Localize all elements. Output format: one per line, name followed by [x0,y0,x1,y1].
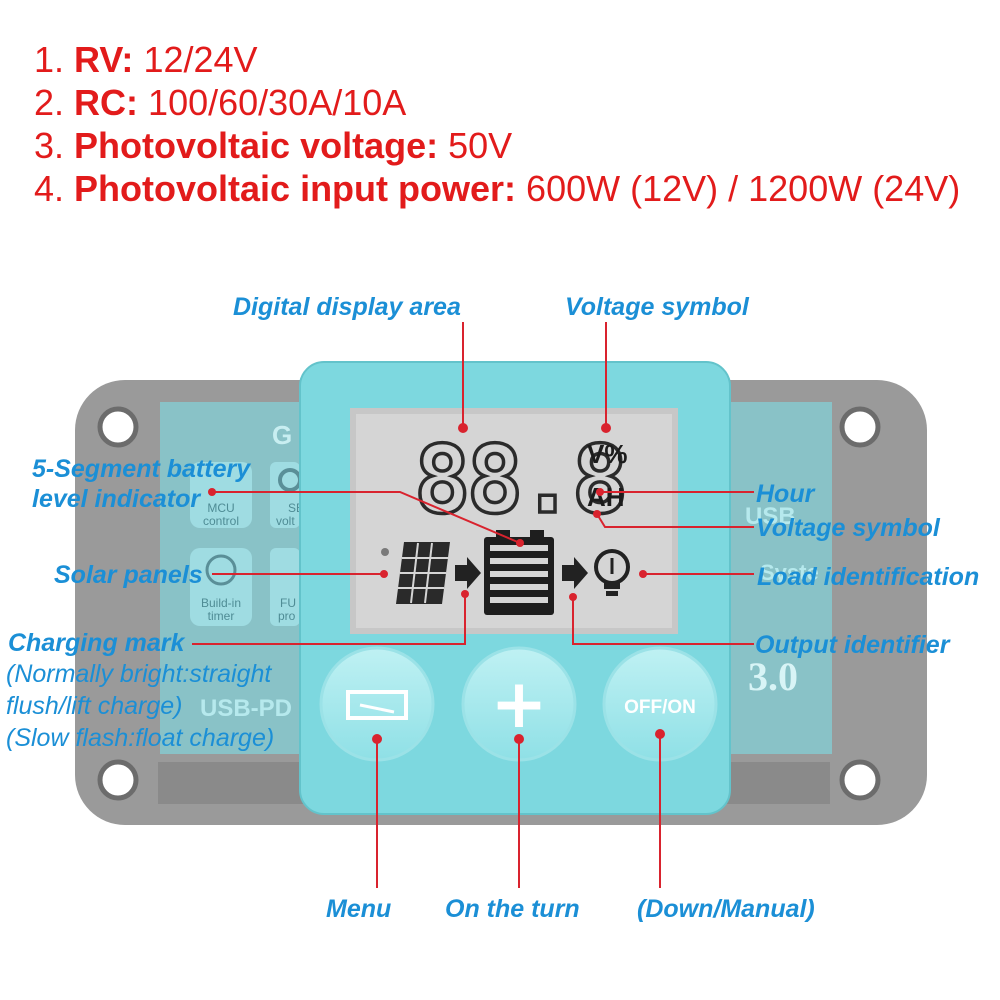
label-battery-indicator-line2: level indicator [32,485,201,513]
bg-buildin-text: Build-in [201,596,241,610]
spec-key: RC: [74,82,139,123]
mount-hole [839,759,881,801]
mount-hole [839,406,881,448]
label-load-identification: Load identification [757,563,980,591]
spec-key: RV: [74,39,134,80]
lcd-unit-ah: AH [587,482,625,512]
label-battery-indicator-line1: 5-Segment battery [32,455,251,483]
bg-icon-tile [190,548,252,626]
spec-value: 50V [448,125,513,166]
bg-version-text: 3.0 [748,654,798,699]
bg-mcu-text: MCU [207,501,234,515]
lcd-digits: 88.8 [414,426,624,535]
bg-volt-text: volt [276,514,295,528]
bg-icon-tile [190,462,252,528]
charging-note-1: (Normally bright:straight [6,660,272,688]
lcd-unit-vpercent: V% [587,439,627,469]
charging-note-3: (Slow flash:float charge) [6,724,275,752]
spec-number: 4. [34,168,65,209]
off-on-label: OFF/ON [624,697,696,718]
label-hour: Hour [756,480,815,508]
label-charging-mark: Charging mark [8,629,185,657]
label-on-the-turn: On the turn [445,895,580,923]
spec-line-pv-power: 4. Photovoltaic input power: 600W (12V) … [34,169,960,209]
mount-hole [97,759,139,801]
mount-hole [97,406,139,448]
output-arrow-icon [562,557,588,589]
spec-value: 12/24V [143,39,258,80]
menu-button[interactable] [319,646,435,762]
spec-value: 600W (12V) / 1200W (24V) [526,168,961,209]
menu-icon [346,690,408,720]
clock-icon [205,554,237,586]
spec-line-rv: 1. RV: 12/24V [34,40,258,80]
bg-usbpd-text: USB-PD [200,695,292,722]
spec-number: 2. [34,82,65,123]
spec-value: 100/60/30A/10A [148,82,407,123]
bulb-icon [594,549,630,596]
charging-note-2: flush/lift charge) [6,692,183,720]
bg-usb-text: USB [745,503,796,530]
label-down-manual: (Down/Manual) [637,895,815,923]
bg-pro-text: pro [278,609,296,623]
leader-dots [208,423,665,744]
bg-timer-text: timer [208,609,235,623]
bg-syste-text: Syste [760,560,819,585]
spec-line-rc: 2. RC: 100/60/30A/10A [34,83,406,123]
spec-number: 1. [34,39,65,80]
label-digital-display-area: Digital display area [233,293,461,321]
plus-icon: + [491,665,548,744]
up-button[interactable]: + [461,646,577,762]
spec-key: Photovoltaic voltage: [74,125,439,166]
label-solar-panels: Solar panels [54,561,203,589]
spec-line-pv-voltage: 3. Photovoltaic voltage: 50V [34,126,512,166]
spec-number: 3. [34,125,65,166]
label-voltage-symbol-top: Voltage symbol [565,293,749,321]
solar-panel-icon [381,542,450,604]
bg-control-text: control [203,514,239,528]
leader-lines [192,322,754,888]
charging-arrow-icon [455,557,481,589]
bg-icon-tile [270,462,300,528]
bg-icon-tile [270,548,300,626]
battery-icon [484,530,554,615]
bg-header-text: G [272,420,292,450]
bg-fu-text: FU [280,596,296,610]
spec-key: Photovoltaic input power: [74,168,517,209]
label-menu: Menu [326,895,392,923]
off-on-button[interactable]: OFF/ON [602,646,718,762]
label-output-identifier: Output identifier [755,631,950,659]
label-voltage-symbol-right: Voltage symbol [756,514,940,542]
